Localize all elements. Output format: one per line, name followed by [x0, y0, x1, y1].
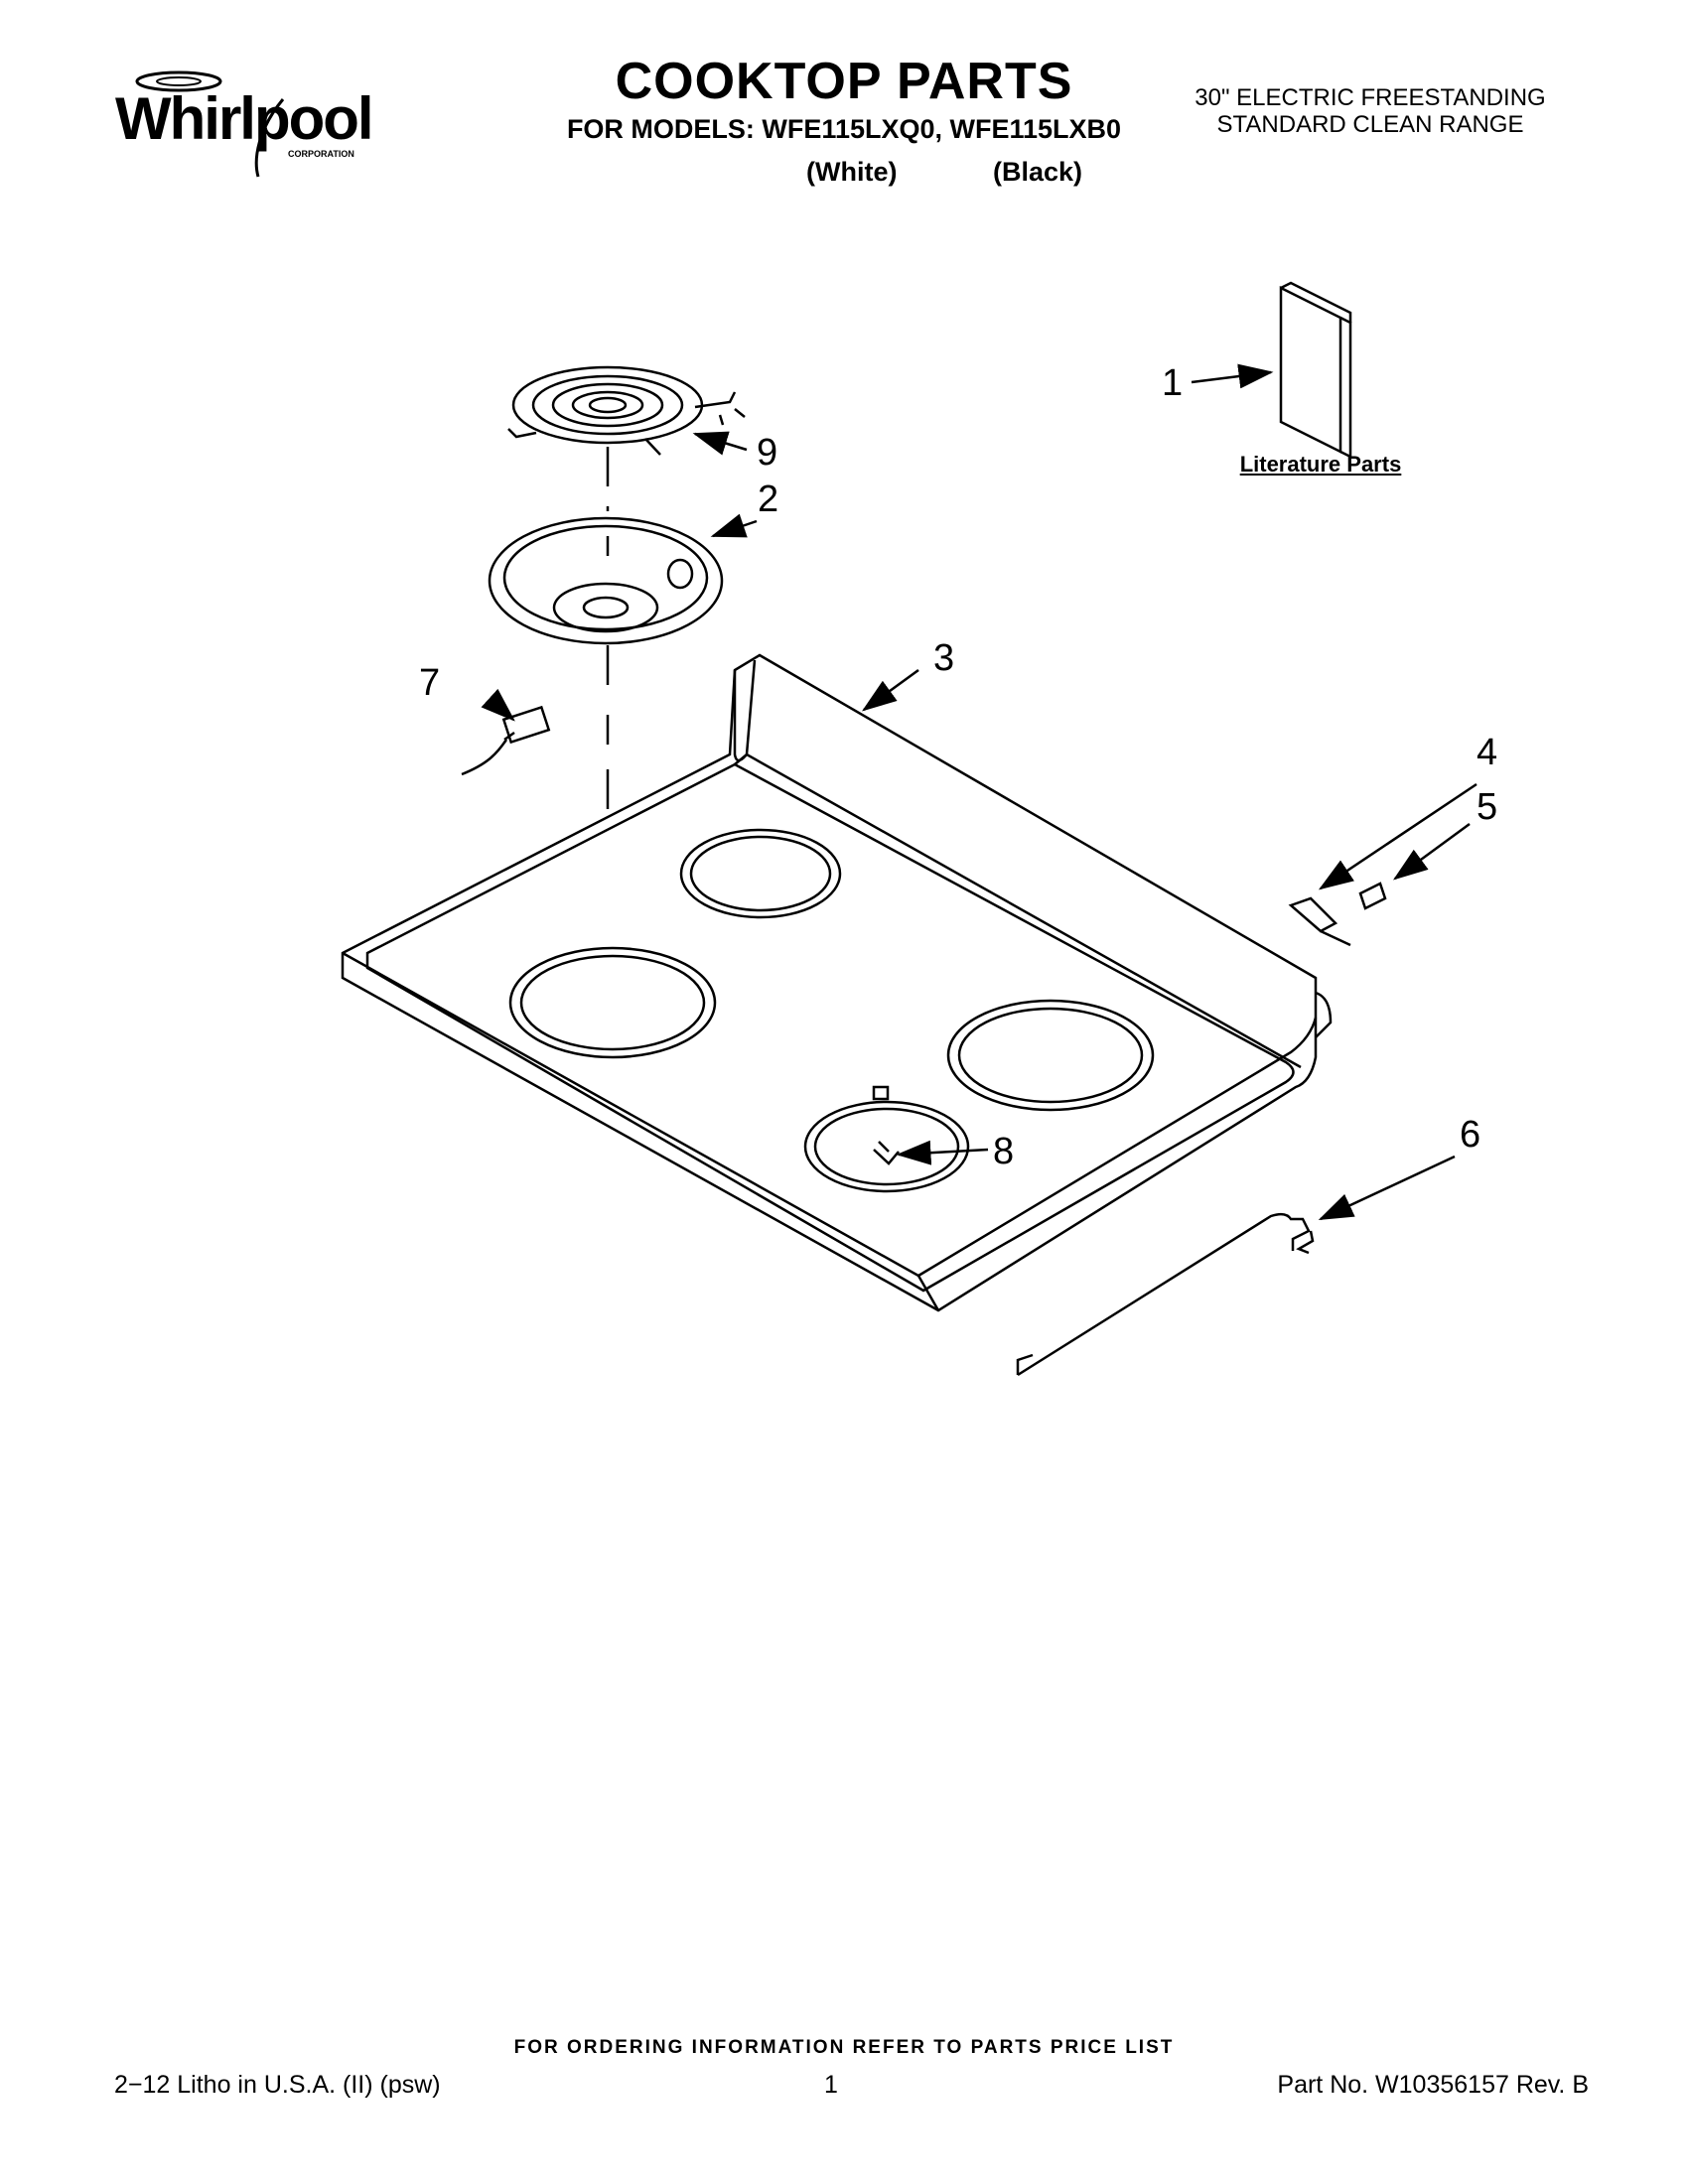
litho-info: 2−12 Litho in U.S.A. (II) (psw)	[114, 2071, 441, 2099]
wire-harness	[461, 705, 551, 776]
literature-parts-label: Literature Parts	[1239, 452, 1402, 477]
product-description-line2: STANDARD CLEAN RANGE	[1216, 111, 1524, 138]
whirlpool-logo: Whirlpool CORPORATION	[115, 70, 374, 178]
logo-wordmark: Whirlpool	[115, 85, 372, 152]
model-numbers: FOR MODELS: WFE115LXQ0, WFE115LXB0	[566, 114, 1122, 144]
variant-white: (White)	[806, 157, 898, 187]
logo-corporation: CORPORATION	[288, 149, 354, 159]
callout-9: 9	[757, 432, 777, 474]
callout-5: 5	[1477, 786, 1497, 828]
ordering-note: FOR ORDERING INFORMATION REFER TO PARTS …	[513, 2037, 1175, 2058]
callout-2: 2	[758, 478, 778, 520]
callout-4: 4	[1477, 732, 1497, 773]
bracket-and-screw	[1288, 882, 1387, 947]
support-rod	[1016, 1212, 1315, 1377]
page-number: 1	[824, 2071, 838, 2099]
callout-1: 1	[1162, 362, 1183, 404]
variant-black: (Black)	[993, 157, 1083, 187]
drip-bowl	[488, 516, 724, 645]
surface-element	[507, 365, 746, 456]
callout-7: 7	[419, 662, 440, 704]
callout-8: 8	[993, 1131, 1014, 1172]
callout-6: 6	[1460, 1114, 1480, 1156]
callout-3: 3	[933, 637, 954, 679]
literature-booklet	[1279, 281, 1352, 460]
product-description-line1: 30" ELECTRIC FREESTANDING	[1195, 84, 1546, 111]
cooktop-main	[341, 653, 1333, 1312]
page-title: COOKTOP PARTS	[615, 53, 1073, 110]
part-number: Part No. W10356157 Rev. B	[1277, 2071, 1589, 2099]
